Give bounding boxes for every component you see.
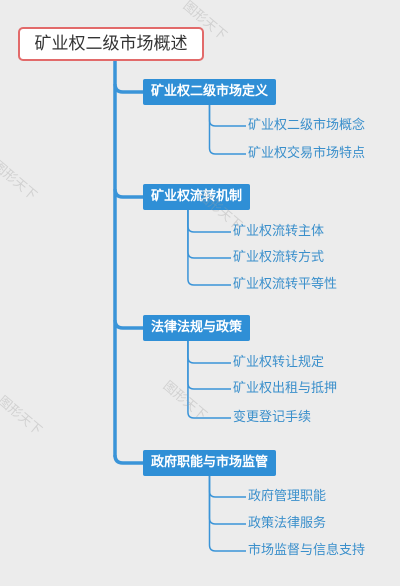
connector-line (208, 105, 246, 155)
connector-line (113, 454, 143, 465)
connector-line (208, 476, 246, 525)
leaf-node: 变更登记手续 (233, 410, 312, 425)
connector-line (187, 210, 231, 286)
leaf-node: 政策法律服务 (248, 516, 327, 531)
leaf-node: 矿业权流转主体 (233, 224, 325, 239)
leaf-node: 矿业权流转平等性 (233, 277, 338, 292)
leaf-node: 市场监督与信息支持 (248, 543, 366, 558)
leaf-node: 矿业权交易市场特点 (248, 146, 366, 161)
branch-node-definition: 矿业权二级市场定义 (143, 79, 277, 105)
leaf-node: 政府管理职能 (248, 489, 327, 504)
connector-line (113, 83, 143, 94)
leaf-node: 矿业权二级市场概念 (248, 118, 366, 133)
leaf-node: 矿业权出租与抵押 (233, 381, 338, 396)
connector-line (187, 341, 231, 390)
branch-node-government: 政府职能与市场监管 (143, 450, 277, 476)
connector-line (113, 188, 143, 199)
connector-line (187, 341, 231, 419)
connector-line (208, 476, 246, 552)
leaf-node: 矿业权流转方式 (233, 250, 325, 265)
connector-line (208, 105, 246, 127)
connector-line (208, 476, 246, 498)
root-node: 矿业权二级市场概述 (18, 27, 204, 61)
leaf-node: 矿业权转让规定 (233, 355, 325, 370)
branch-node-law-policy: 法律法规与政策 (143, 315, 251, 341)
connector-line (187, 341, 231, 364)
branch-node-circulation: 矿业权流转机制 (143, 184, 251, 210)
connector-line (113, 319, 143, 330)
